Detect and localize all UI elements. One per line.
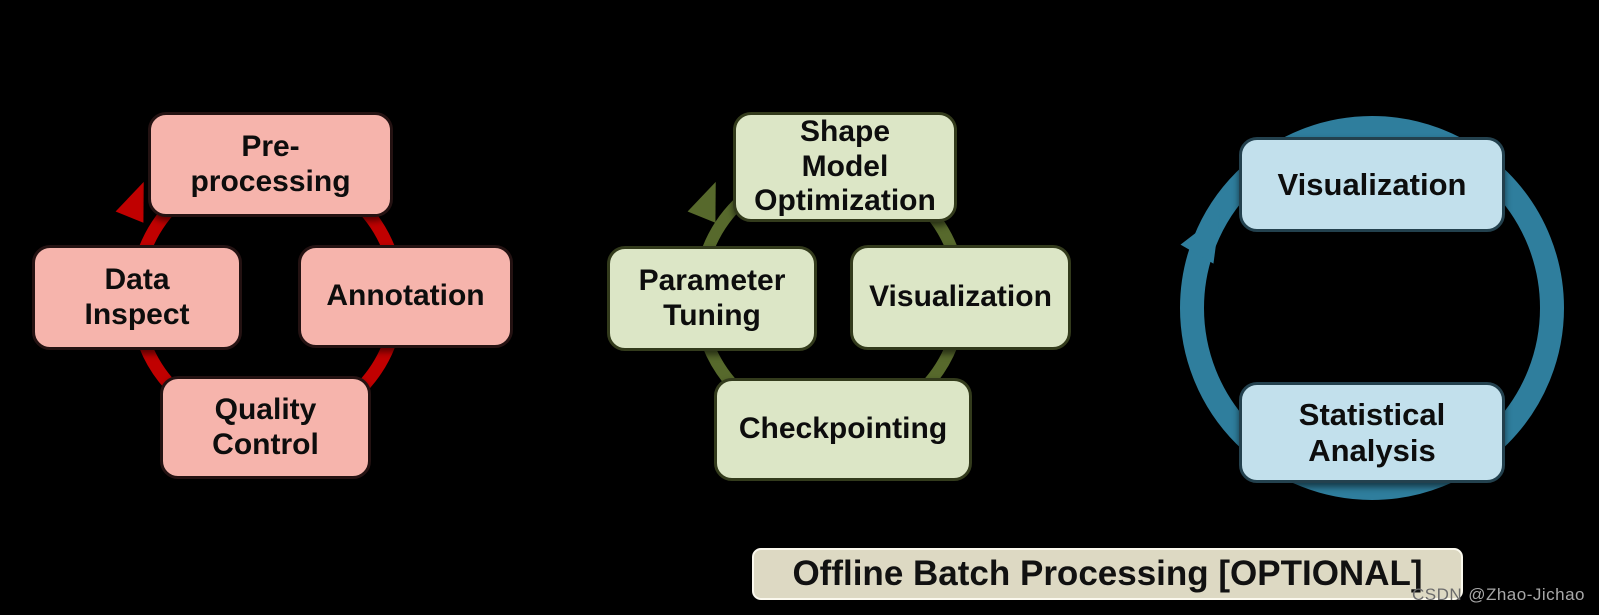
watermark: CSDN @Zhao-Jichao (1412, 585, 1585, 605)
node-visualization-middle: Visualization (850, 245, 1071, 350)
watermark-author-handle: @Zhao-Jichao (1468, 585, 1585, 604)
offline-batch-processing-banner: Offline Batch Processing [OPTIONAL] (752, 548, 1463, 600)
node-visualization-right: Visualization (1239, 137, 1505, 232)
node-shape-model-optimization: Shape Model Optimization (733, 112, 957, 222)
node-checkpointing: Checkpointing (714, 378, 972, 481)
node-parameter-tuning: Parameter Tuning (607, 246, 817, 351)
watermark-site-label: CSDN (1412, 585, 1463, 604)
node-data-inspect: Data Inspect (32, 245, 242, 350)
cycle-arrowhead-icon (1180, 214, 1220, 264)
node-quality-control: Quality Control (160, 376, 371, 479)
node-statistical-analysis: Statistical Analysis (1239, 382, 1505, 483)
node-pre-processing: Pre- processing (148, 112, 393, 217)
node-annotation: Annotation (298, 245, 513, 348)
